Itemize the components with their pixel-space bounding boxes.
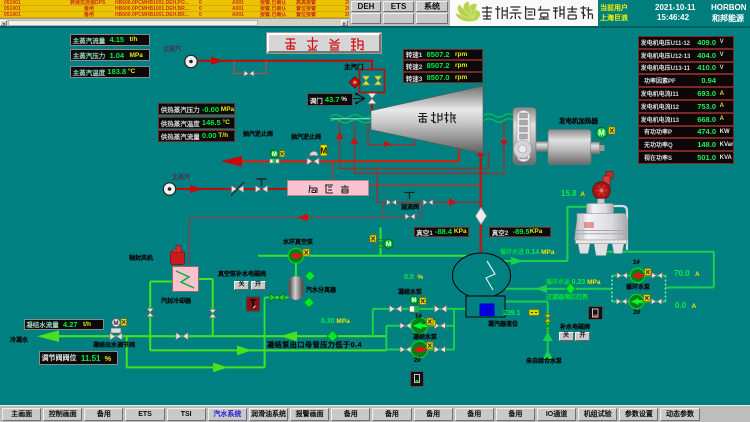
svg-text:M: M <box>272 152 277 158</box>
svg-text:M: M <box>320 147 327 156</box>
svg-text:M: M <box>113 320 118 327</box>
svg-text:M: M <box>598 129 605 138</box>
svg-text:M: M <box>412 298 417 304</box>
svg-text:M: M <box>386 241 392 248</box>
